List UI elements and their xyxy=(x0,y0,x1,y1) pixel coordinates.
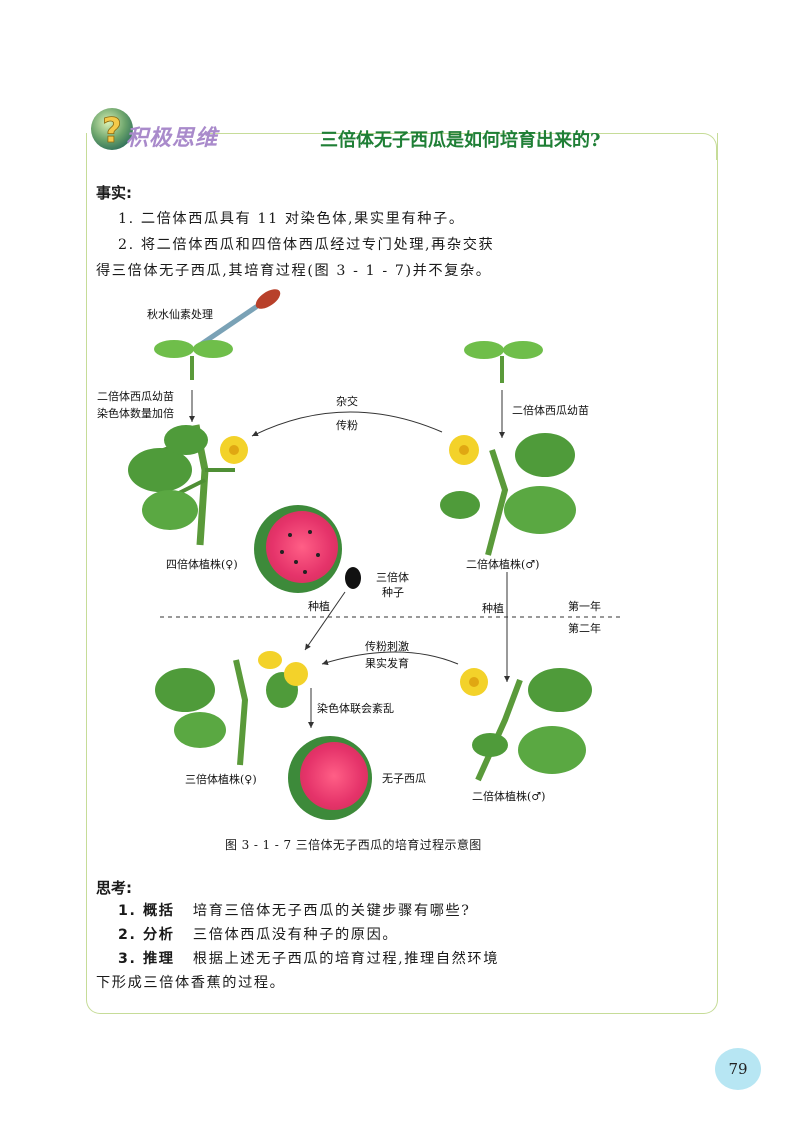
cross-arrow xyxy=(251,411,443,437)
frame-corner xyxy=(690,133,717,160)
label-stimulate-1: 传粉刺激 xyxy=(365,640,409,653)
label-year-one: 第一年 xyxy=(568,600,601,613)
figure-caption: 图 3 - 1 - 7 三倍体无子西瓜的培育过程示意图 xyxy=(225,838,482,852)
label-year-two: 第二年 xyxy=(568,622,601,635)
seedless-watermelon-icon xyxy=(288,736,372,820)
question-mark-icon: ? xyxy=(91,108,133,151)
label-colchicine: 秋水仙素处理 xyxy=(147,308,213,321)
arrow-plant-left xyxy=(304,591,346,651)
question-2: 2. 分析 三倍体西瓜没有种子的原因。 xyxy=(118,925,398,945)
label-diploid-1: 二倍体植株(♂) xyxy=(466,558,540,571)
label-synapsis: 染色体联会紊乱 xyxy=(317,702,394,715)
stimulate-arrow xyxy=(321,651,459,666)
label-seedling-left-2: 染色体数量加倍 xyxy=(97,407,174,420)
label-stimulate-2: 果实发育 xyxy=(365,657,409,670)
seed-icon xyxy=(345,567,361,589)
label-plant-right: 种植 xyxy=(482,602,504,615)
question-1-key: 1. 概括 xyxy=(118,903,175,919)
label-cross: 杂交 xyxy=(336,395,358,408)
label-tetraploid: 四倍体植株(♀) xyxy=(166,558,238,571)
thinking-heading: 思考: xyxy=(96,879,132,897)
question-3-continuation: 下形成三倍体香蕉的过程。 xyxy=(96,975,286,991)
label-triploid-seed-1: 三倍体 xyxy=(376,571,409,584)
section-tag: 积极思维 xyxy=(126,126,219,151)
watermelon-halved-icon xyxy=(254,505,342,593)
tetraploid-plant xyxy=(128,424,248,546)
svg-text:?: ? xyxy=(102,111,122,151)
frame-top-line xyxy=(210,133,698,134)
fact-line-1: 1. 二倍体西瓜具有 11 对染色体,果实里有种子。 xyxy=(118,211,465,227)
diploid-plant-2 xyxy=(460,668,592,782)
question-2-text: 三倍体西瓜没有种子的原因。 xyxy=(192,927,399,943)
question-3-text: 根据上述无子西瓜的培育过程,推理自然环境 xyxy=(192,951,499,967)
label-pollinate: 传粉 xyxy=(336,419,358,432)
content-frame xyxy=(86,133,718,1014)
page-title: 三倍体无子西瓜是如何培育出来的? xyxy=(320,130,601,151)
fact-line-3: 得三倍体无子西瓜,其培育过程(图 3 - 1 - 7)并不复杂。 xyxy=(96,263,492,279)
diploid-plant-1 xyxy=(440,433,576,556)
facts-heading: 事实: xyxy=(96,184,132,202)
question-3-key: 3. 推理 xyxy=(118,951,175,967)
label-seedless: 无子西瓜 xyxy=(382,772,426,785)
label-seedling-left-1: 二倍体西瓜幼苗 xyxy=(97,390,174,403)
label-diploid-2: 二倍体植株(♂) xyxy=(472,790,546,803)
label-seedling-right: 二倍体西瓜幼苗 xyxy=(512,404,589,417)
label-triploid-seed-2: 种子 xyxy=(382,586,404,599)
question-3: 3. 推理 根据上述无子西瓜的培育过程,推理自然环境 xyxy=(118,949,499,969)
seedling-right xyxy=(464,341,543,383)
page-number: 79 xyxy=(715,1048,761,1090)
dropper-icon xyxy=(197,289,281,348)
label-triploid-plant: 三倍体植株(♀) xyxy=(185,773,257,786)
triploid-plant xyxy=(155,651,308,766)
question-1: 1. 概括 培育三倍体无子西瓜的关键步骤有哪些? xyxy=(118,901,471,921)
seedling-left xyxy=(154,340,233,380)
question-1-text: 培育三倍体无子西瓜的关键步骤有哪些? xyxy=(192,903,471,919)
fact-line-2: 2. 将二倍体西瓜和四倍体西瓜经过专门处理,再杂交获 xyxy=(118,237,495,253)
question-2-key: 2. 分析 xyxy=(118,927,175,943)
label-plant-left: 种植 xyxy=(308,600,330,613)
